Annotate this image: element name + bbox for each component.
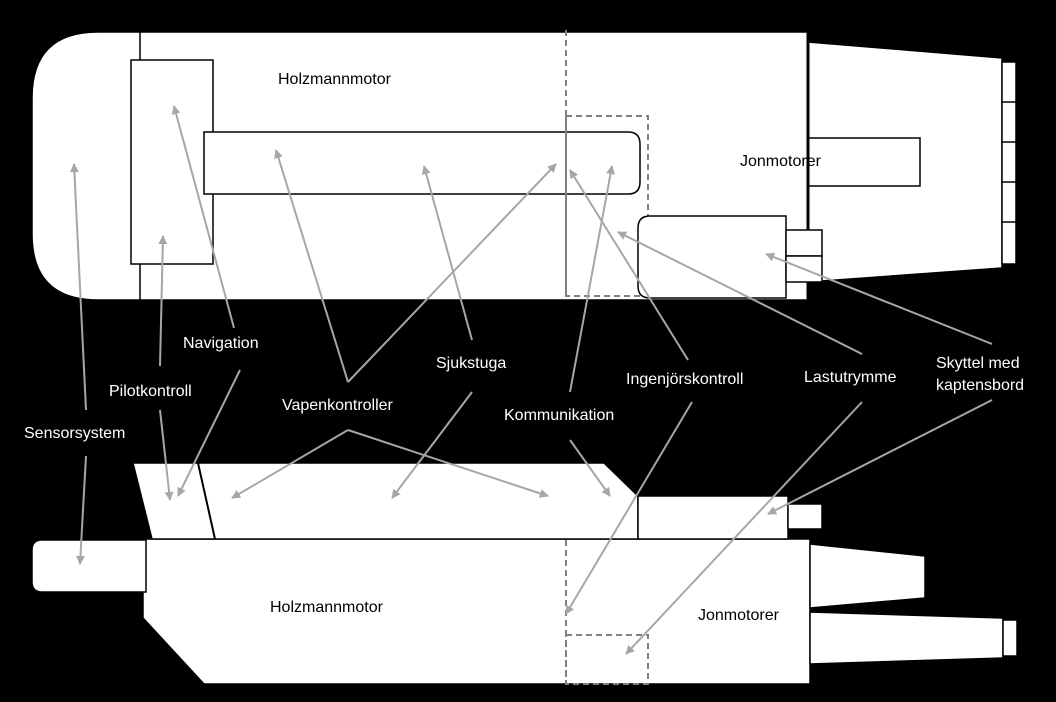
arrow-shuttle-top xyxy=(765,252,993,345)
side-shuttle-dock xyxy=(787,503,823,530)
arrow-navigation-top xyxy=(171,105,235,329)
label-sickbay: Sjukstuga xyxy=(436,355,506,372)
arrow-pilot-top xyxy=(158,235,168,367)
arrow-pilot-side xyxy=(159,409,174,501)
label-sensor-system: Sensorsystem xyxy=(24,425,125,442)
arrow-weapon-side-b xyxy=(347,429,549,498)
side-ion-engine-upper xyxy=(809,543,926,609)
arrow-engineering-side xyxy=(565,401,693,615)
arrow-weapon-top-a xyxy=(274,149,349,383)
top-shuttle-dock-upper xyxy=(785,229,823,257)
side-ion-label: Jonmotorer xyxy=(698,607,780,624)
label-shuttle-line1: Skyttel med xyxy=(936,355,1020,372)
arrow-navigation-side xyxy=(177,369,241,497)
top-ion-exhaust xyxy=(1001,61,1017,265)
label-weapon-controls: Vapenkontroller xyxy=(282,397,394,414)
side-view: Holzmannmotor Jonmotorer xyxy=(31,462,1018,685)
label-engineering-control: Ingenjörskontroll xyxy=(626,371,743,388)
top-shuttle xyxy=(637,215,787,299)
label-navigation: Navigation xyxy=(183,335,259,352)
arrow-sickbay-side xyxy=(391,391,473,499)
arrow-communication-side xyxy=(569,439,611,497)
side-engine-label: Holzmannmotor xyxy=(270,599,384,616)
label-shuttle-line2: kaptensbord xyxy=(936,377,1024,394)
side-sensor-nose xyxy=(31,539,147,593)
side-ion-engine-lower xyxy=(809,611,1004,665)
label-communication: Kommunikation xyxy=(504,407,614,424)
top-bridge-module xyxy=(130,59,214,265)
arrow-weapon-top-b xyxy=(347,163,557,383)
callout-labels: Navigation Pilotkontroll Sensorsystem Va… xyxy=(24,335,1024,442)
top-view: Holzmannmotor Jonmotorer xyxy=(31,30,1017,301)
side-cargo-dashed-zone xyxy=(565,634,649,685)
side-ion-exhaust xyxy=(1002,619,1018,657)
arrow-engineering-top xyxy=(569,169,689,361)
top-ion-label: Jonmotorer xyxy=(740,153,822,170)
arrow-weapon-side-a xyxy=(231,429,349,499)
arrow-cargo-side xyxy=(625,401,863,655)
arrow-sickbay-top xyxy=(421,165,473,341)
label-cargo-hold: Lastutrymme xyxy=(804,369,897,386)
arrow-sensor-top xyxy=(69,163,87,411)
arrow-sensor-side xyxy=(75,455,87,565)
top-ion-engine-fin xyxy=(807,137,921,187)
side-shuttle xyxy=(637,495,789,540)
arrow-cargo-top xyxy=(617,231,863,355)
callout-arrows xyxy=(69,105,993,655)
top-central-corridor xyxy=(203,131,641,195)
top-engine-label: Holzmannmotor xyxy=(278,71,392,88)
arrow-shuttle-side xyxy=(767,399,993,515)
label-pilot-control: Pilotkontroll xyxy=(109,383,192,400)
top-engineering-dashed-zone xyxy=(565,115,649,297)
arrow-communication-top xyxy=(569,165,615,393)
side-bridge-divider xyxy=(197,462,216,540)
side-upper-deck xyxy=(132,462,639,540)
